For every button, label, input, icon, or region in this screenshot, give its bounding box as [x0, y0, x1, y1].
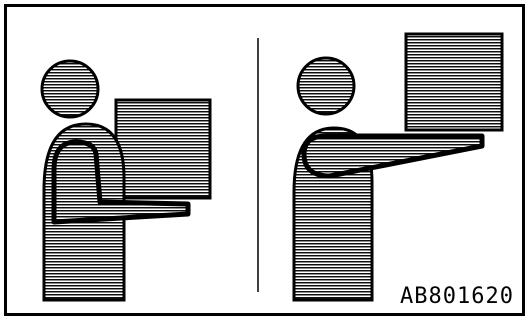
person-head-left	[42, 61, 98, 117]
box-far-from-body	[406, 34, 502, 130]
figure-code: AB801620	[400, 284, 514, 309]
person-carrying-box-extended	[294, 34, 502, 300]
person-carrying-box-close	[42, 61, 210, 300]
box-close-to-body	[116, 100, 210, 198]
person-head-right	[298, 58, 354, 114]
person-arm-right	[304, 136, 482, 176]
